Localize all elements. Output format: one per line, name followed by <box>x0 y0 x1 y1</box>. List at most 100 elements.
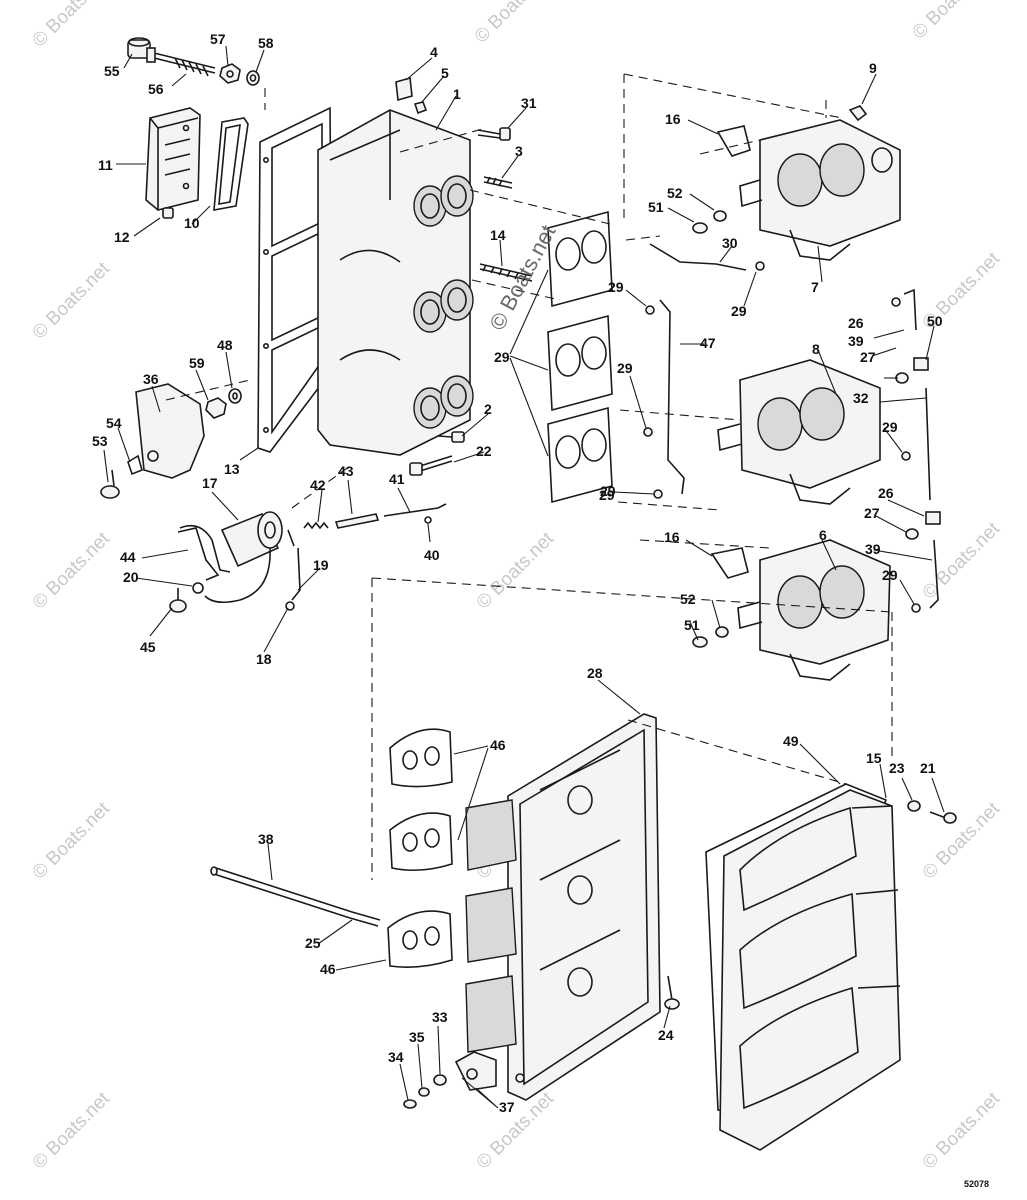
part-link-30 <box>649 243 747 271</box>
part-rod-39b <box>929 539 939 609</box>
part-silencer-base-28 <box>465 713 661 1101</box>
figure-code: 52078 <box>964 1179 989 1189</box>
callout-34: 34 <box>388 1049 404 1065</box>
part-bracket-16a <box>716 125 751 157</box>
part-nut-59 <box>205 397 227 419</box>
callout-29: 29 <box>731 303 747 319</box>
part-pin-25 <box>349 911 381 927</box>
callout-36: 36 <box>143 371 159 387</box>
part-washer-58 <box>246 70 260 86</box>
callout-24: 24 <box>658 1027 674 1043</box>
part-screw-24 <box>664 975 680 1010</box>
callout-27: 27 <box>864 505 880 521</box>
part-silencer-cover-15 <box>719 789 901 1151</box>
part-screw-21 <box>929 811 957 824</box>
part-nut-33 <box>433 1074 447 1086</box>
callout-26: 26 <box>848 315 864 331</box>
part-gaskets-46 <box>387 728 453 968</box>
callout-29: 29 <box>599 487 615 503</box>
part-clip-4 <box>395 76 413 102</box>
part-bracket-36 <box>135 383 205 479</box>
callout-2: 2 <box>484 401 492 417</box>
part-spring-42 <box>303 521 329 530</box>
callout-57: 57 <box>210 31 226 47</box>
callout-28: 28 <box>587 665 603 681</box>
part-carburetor-7 <box>739 119 901 261</box>
part-screw-53 <box>100 469 120 499</box>
part-manifold-1 <box>317 109 474 456</box>
callout-44: 44 <box>120 549 136 565</box>
callout-7: 7 <box>811 279 819 295</box>
part-plunger-43 <box>334 513 380 529</box>
part-washer-48 <box>228 388 242 404</box>
part-rod-39a <box>903 288 917 331</box>
callout-29: 29 <box>494 349 510 365</box>
part-gasket-10 <box>213 117 249 211</box>
part-spring-54 <box>127 454 143 476</box>
callout-41: 41 <box>389 471 405 487</box>
callout-47: 47 <box>700 335 716 351</box>
callout-39: 39 <box>865 541 881 557</box>
callout-42: 42 <box>310 477 326 493</box>
callout-31: 31 <box>521 95 537 111</box>
watermark-text: © Boats.net <box>919 518 1005 604</box>
callout-21: 21 <box>920 760 936 776</box>
callout-48: 48 <box>217 337 233 353</box>
part-rod-38 <box>210 866 353 919</box>
callout-46: 46 <box>320 961 336 977</box>
part-screw-51a <box>692 222 708 234</box>
callout-5: 5 <box>441 65 449 81</box>
callout-49: 49 <box>783 733 799 749</box>
callout-29: 29 <box>882 567 898 583</box>
watermark-text: © Boats.net <box>29 1088 115 1174</box>
watermark-text: © Boats.net <box>29 258 115 344</box>
callout-43: 43 <box>338 463 354 479</box>
watermark-text: © Boats.net <box>29 528 115 614</box>
watermark-text: © Boats.net <box>909 0 995 44</box>
part-screw-2 <box>437 431 465 443</box>
part-bracket-26b <box>925 511 941 525</box>
callout-16: 16 <box>664 529 680 545</box>
callout-12: 12 <box>114 229 130 245</box>
callout-14: 14 <box>490 227 506 243</box>
callout-39: 39 <box>848 333 864 349</box>
callout-29: 29 <box>617 360 633 376</box>
part-screw-22 <box>409 455 453 476</box>
part-cover-11 <box>145 107 201 211</box>
part-screw-5 <box>413 101 428 115</box>
callout-54: 54 <box>106 415 122 431</box>
callout-55: 55 <box>104 63 120 79</box>
callout-1: 1 <box>453 86 461 102</box>
part-terminal-20 <box>192 582 204 594</box>
part-washer-35 <box>418 1087 430 1097</box>
watermark-text: © Boats.net <box>473 528 559 614</box>
part-gaskets-47 <box>547 210 613 504</box>
part-bracket-16b <box>710 547 749 579</box>
callout-15: 15 <box>866 750 882 766</box>
part-washer-52b <box>715 626 729 638</box>
part-clamp-44 <box>177 527 220 581</box>
callout-51: 51 <box>684 617 700 633</box>
part-nut-57 <box>219 63 241 84</box>
part-screw-34 <box>403 1099 417 1109</box>
callout-13: 13 <box>224 461 240 477</box>
part-screw-12 <box>162 207 174 219</box>
callout-40: 40 <box>424 547 440 563</box>
callout-23: 23 <box>889 760 905 776</box>
watermark-text: © Boats.net <box>471 0 557 48</box>
callout-32: 32 <box>853 390 869 406</box>
callout-27: 27 <box>860 349 876 365</box>
part-clip-29 <box>643 261 921 613</box>
callout-9: 9 <box>869 60 877 76</box>
callout-59: 59 <box>189 355 205 371</box>
part-screw-31 <box>477 127 511 141</box>
callout-18: 18 <box>256 651 272 667</box>
callout-37: 37 <box>499 1099 515 1115</box>
watermark-text: © Boats.net <box>29 0 115 52</box>
callout-19: 19 <box>313 557 329 573</box>
part-washer-23 <box>907 800 921 812</box>
part-nut-55 <box>127 37 151 59</box>
watermark-text: © Boats.net <box>29 798 115 884</box>
leader-lines <box>103 45 945 1109</box>
part-rod-32 <box>925 387 931 501</box>
